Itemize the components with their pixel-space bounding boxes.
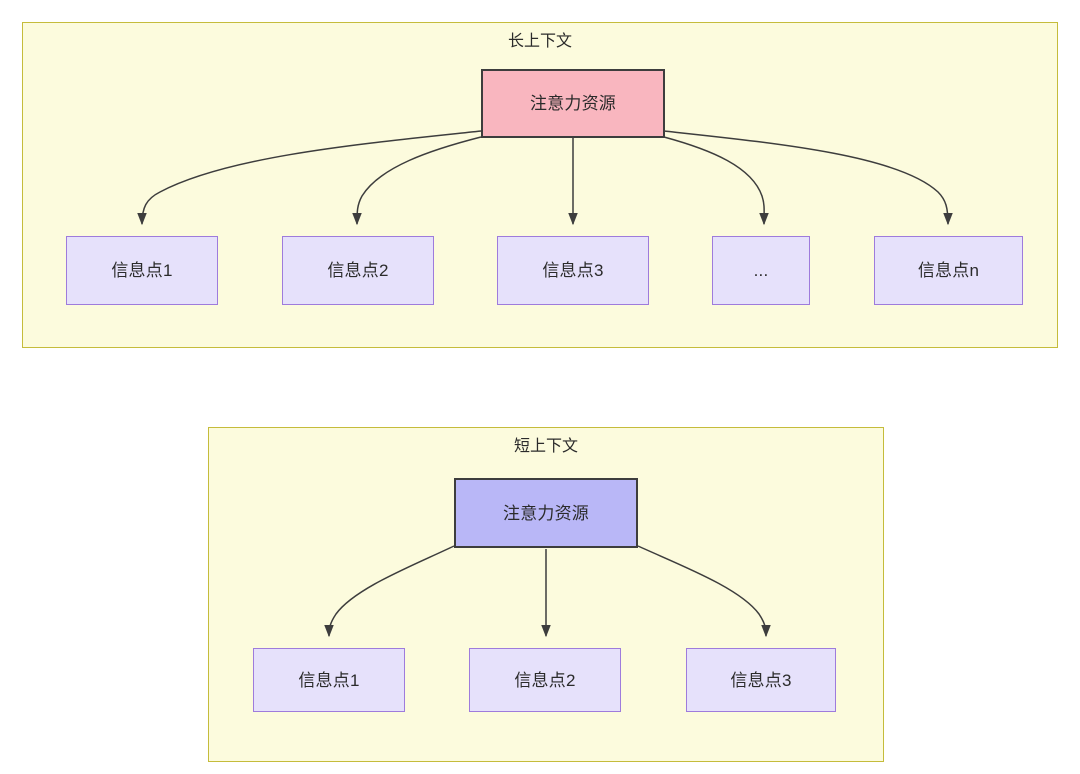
node-short-info-point-1[interactable]: 信息点1 <box>253 648 405 712</box>
edge-attn-to-info-1 <box>137 130 482 226</box>
edge-attn-to-info-ellipsis <box>663 136 769 226</box>
node-attention-resource-short[interactable]: 注意力资源 <box>454 478 638 548</box>
edges-long-context <box>137 130 953 226</box>
node-short-info-point-3[interactable]: 信息点3 <box>686 648 836 712</box>
edge-attn-to-info-n <box>663 130 953 226</box>
node-info-point-ellipsis[interactable]: ... <box>712 236 810 305</box>
node-info-point-1[interactable]: 信息点1 <box>66 236 218 305</box>
edge-attn-to-s-info-1 <box>324 545 455 638</box>
group-title-short-context: 短上下文 <box>513 438 578 455</box>
edge-attn-to-info-2 <box>352 136 482 226</box>
group-title-long-context: 长上下文 <box>507 33 572 50</box>
edge-attn-to-s-info-3 <box>637 545 771 638</box>
edges-short-context <box>324 545 771 638</box>
node-info-point-3[interactable]: 信息点3 <box>497 236 649 305</box>
node-attention-resource-long[interactable]: 注意力资源 <box>481 69 665 138</box>
node-short-info-point-2[interactable]: 信息点2 <box>469 648 621 712</box>
node-info-point-2[interactable]: 信息点2 <box>282 236 434 305</box>
node-info-point-n[interactable]: 信息点n <box>874 236 1023 305</box>
